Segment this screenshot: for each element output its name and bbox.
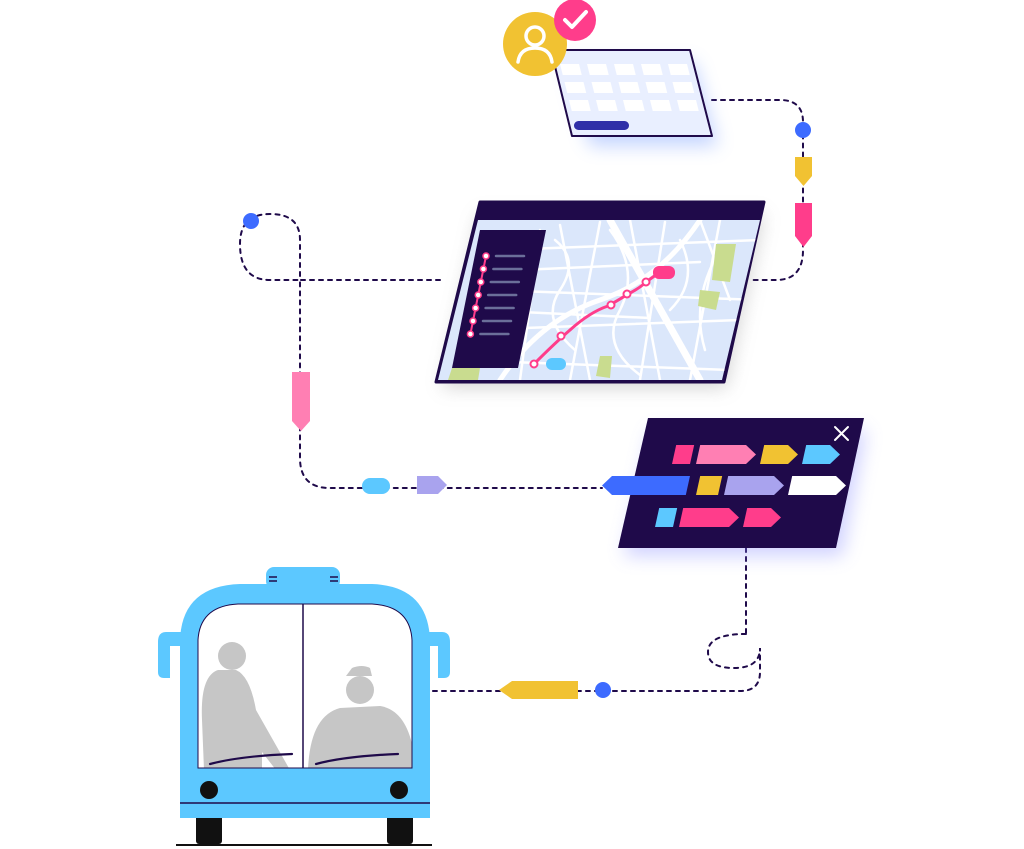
route-stops xyxy=(529,277,651,369)
schedule-block[interactable] xyxy=(672,445,695,464)
route-stop-icon xyxy=(466,330,475,338)
route-stop-icon xyxy=(469,317,477,325)
city-bus[interactable] xyxy=(158,567,450,846)
wipers xyxy=(208,752,400,766)
lavender-arrow-marker xyxy=(417,476,447,494)
calendar-confirm-bar xyxy=(574,121,629,130)
route-stop-icon xyxy=(482,252,490,260)
route-map-tablet[interactable] xyxy=(434,200,766,388)
calendar-day-cell[interactable] xyxy=(645,82,668,93)
left-mirror xyxy=(158,632,186,678)
yellow-tag-marker xyxy=(795,157,812,186)
schedule-block[interactable] xyxy=(724,476,784,495)
schedule-block[interactable] xyxy=(743,508,781,527)
route-dot xyxy=(795,122,811,138)
right-wheel xyxy=(387,812,413,844)
connector-markers xyxy=(243,122,812,699)
passenger-standing xyxy=(201,642,290,768)
schedule-block[interactable] xyxy=(760,445,798,464)
calendar-day-cell[interactable] xyxy=(618,82,641,93)
schedule-block[interactable] xyxy=(655,508,678,527)
close-x-icon[interactable] xyxy=(834,426,849,441)
left-wheel xyxy=(196,812,222,844)
booking-calendar-card[interactable] xyxy=(503,0,718,146)
left-headlight xyxy=(200,781,218,799)
route-stop-icon xyxy=(477,278,485,286)
windshield-outline xyxy=(197,603,413,769)
calendar-day-cell[interactable] xyxy=(587,64,609,75)
connector-map-to-left-loop xyxy=(238,212,603,489)
schedule-block[interactable] xyxy=(802,445,840,464)
route-stop-icon xyxy=(471,304,480,312)
right-headlight xyxy=(390,781,408,799)
calendar-day-cell[interactable] xyxy=(564,82,587,93)
route-list-sidebar xyxy=(452,230,546,368)
schedule-block[interactable] xyxy=(696,476,723,495)
calendar-day-cell[interactable] xyxy=(569,100,591,111)
calendar-day-cell[interactable] xyxy=(560,64,582,75)
map-parks xyxy=(448,244,736,380)
schedule-block[interactable] xyxy=(679,508,739,527)
origin-marker[interactable] xyxy=(546,358,566,370)
cyan-pill-marker xyxy=(362,478,390,494)
right-mirror xyxy=(428,632,450,678)
schedule-timeline-blocks xyxy=(602,445,846,527)
pink-tag-marker xyxy=(292,372,310,431)
route-stop-icon xyxy=(479,265,488,273)
route-dot xyxy=(595,682,611,698)
journey-connector-lines xyxy=(238,99,804,692)
schedule-block[interactable] xyxy=(602,476,690,495)
route-stop-icon xyxy=(474,291,482,299)
calendar-day-cell[interactable] xyxy=(591,82,614,93)
destination-marker[interactable] xyxy=(653,266,675,279)
connector-schedule-to-bus xyxy=(429,547,761,692)
calendar-day-cell[interactable] xyxy=(596,100,618,111)
trip-schedule-card[interactable] xyxy=(602,418,866,556)
calendar-day-cell[interactable] xyxy=(677,100,699,111)
check-badge-icon xyxy=(554,0,596,41)
calendar-day-cell[interactable] xyxy=(614,64,636,75)
calendar-day-cell[interactable] xyxy=(623,100,645,111)
bus-roof-light xyxy=(266,567,340,589)
calendar-day-cell[interactable] xyxy=(650,100,672,111)
schedule-block[interactable] xyxy=(788,476,846,495)
calendar-date-grid xyxy=(560,64,699,111)
user-avatar-icon xyxy=(503,12,567,76)
calendar-day-cell[interactable] xyxy=(668,64,690,75)
yellow-tag-marker xyxy=(499,681,578,699)
route-dot xyxy=(243,213,259,229)
calendar-day-cell[interactable] xyxy=(672,82,695,93)
schedule-block[interactable] xyxy=(696,445,756,464)
calendar-day-cell[interactable] xyxy=(641,64,663,75)
pink-tag-marker xyxy=(795,203,812,247)
route-list xyxy=(466,252,526,338)
